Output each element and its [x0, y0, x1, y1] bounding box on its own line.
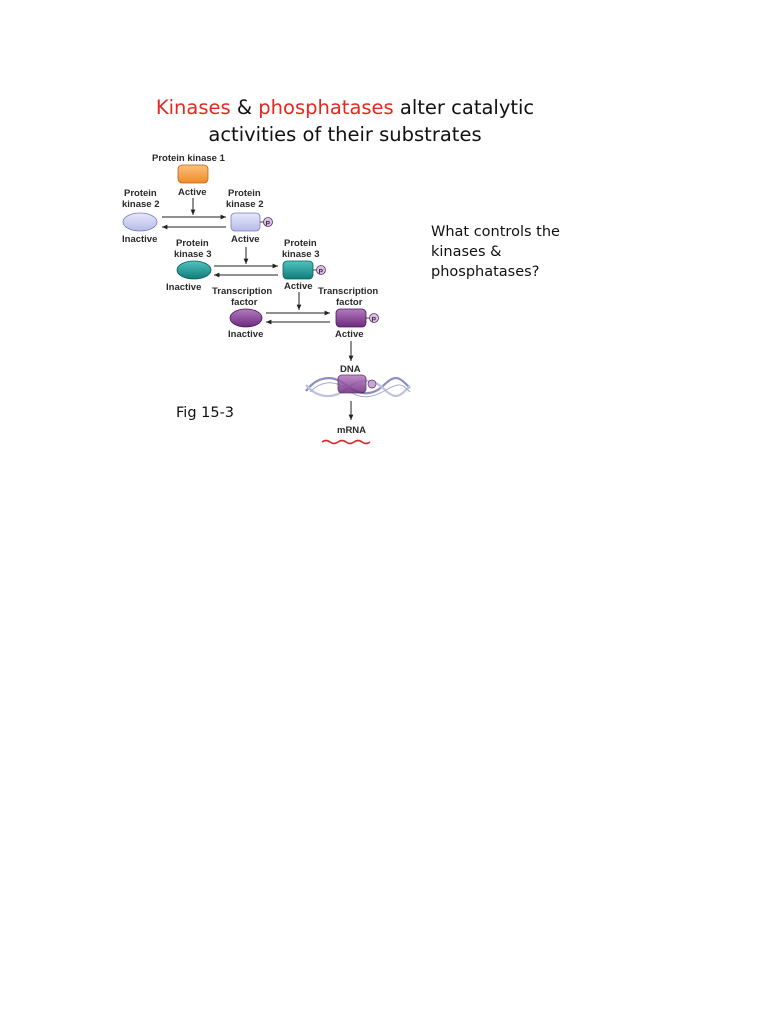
- question-text: What controls the kinases & phosphatases…: [431, 222, 631, 282]
- transcription-factor-active-shape: [335, 308, 367, 328]
- pk3-label-left-2: kinase 3: [174, 249, 212, 260]
- tf-active-label: Active: [335, 329, 364, 340]
- pk2-label-right-2: kinase 2: [226, 199, 264, 210]
- title-ampersand: &: [230, 96, 259, 119]
- title-line-1: Kinases & phosphatases alter catalytic: [120, 94, 570, 121]
- title-kinases: Kinases: [155, 96, 231, 119]
- pk2-inactive-label: Inactive: [122, 234, 157, 245]
- phosphate-pk3-icon: [316, 265, 326, 275]
- pk2-label-right-1: Protein: [228, 188, 261, 199]
- protein-kinase-2-inactive-shape: [122, 212, 158, 232]
- title-line-2: activities of their substrates: [208, 123, 482, 146]
- protein-kinase-1-shape: [177, 164, 209, 184]
- protein-kinase-3-active-shape: [282, 260, 314, 280]
- protein-kinase-3-inactive-shape: [176, 260, 212, 280]
- question-line-2: kinases &: [431, 244, 502, 260]
- pk3-active-label: Active: [284, 281, 313, 292]
- dna-label: DNA: [340, 364, 361, 375]
- phosphate-pk2-label: P: [266, 220, 271, 227]
- figure-label: Fig 15-3: [176, 405, 235, 421]
- pk3-label-left-1: Protein: [176, 238, 209, 249]
- question-line-3: phosphatases?: [431, 264, 540, 280]
- mrna-strand-icon: [321, 439, 371, 445]
- tf-label-right-2: factor: [336, 297, 363, 308]
- mrna-label: mRNA: [337, 425, 366, 436]
- pk3-inactive-label: Inactive: [166, 282, 201, 293]
- transcription-factor-inactive-shape: [229, 308, 263, 328]
- tf-label-right-1: Transcription: [318, 286, 378, 297]
- slide-title: Kinases & phosphatases alter catalytic a…: [120, 94, 570, 148]
- pk2-label-left-1: Protein: [124, 188, 157, 199]
- pk1-label: Protein kinase 1: [152, 153, 226, 164]
- phosphate-tf-label: P: [372, 316, 377, 323]
- phosphate-tf-icon: [369, 313, 379, 323]
- dna-helix-icon: [305, 374, 411, 398]
- phosphate-pk2-icon: [263, 217, 273, 227]
- tf-label-left-1: Transcription: [212, 286, 272, 297]
- pk1-state: Active: [178, 187, 207, 198]
- question-line-1: What controls the: [431, 224, 560, 240]
- pk3-label-right-1: Protein: [284, 238, 317, 249]
- pk2-active-label: Active: [231, 234, 260, 245]
- tf-label-left-2: factor: [231, 297, 258, 308]
- pk2-label-left-2: kinase 2: [122, 199, 160, 210]
- title-rest: alter catalytic: [393, 96, 535, 119]
- tf-inactive-label: Inactive: [228, 329, 263, 340]
- title-phosphatases: phosphatases: [258, 96, 394, 119]
- phosphate-pk3-label: P: [319, 268, 324, 275]
- protein-kinase-2-active-shape: [230, 212, 261, 232]
- pk3-label-right-2: kinase 3: [282, 249, 320, 260]
